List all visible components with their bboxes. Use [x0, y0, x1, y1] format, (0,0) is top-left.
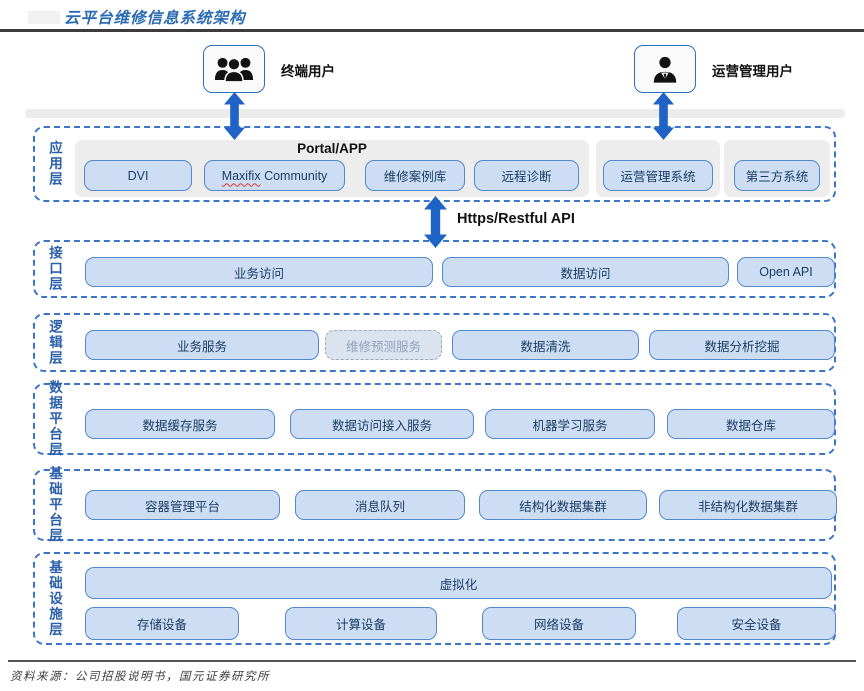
- ops-system-group: 运营管理系统: [596, 140, 720, 197]
- layer-logic: 逻辑层 业务服务 维修预测服务 数据清洗 数据分析挖掘: [33, 313, 836, 372]
- box-storage-device: 存储设备: [85, 607, 239, 640]
- box-network-device: 网络设备: [482, 607, 636, 640]
- layer-label-logic: 逻辑层: [47, 319, 62, 366]
- box-dvi: DVI: [84, 160, 192, 191]
- layer-label-base-platform: 基础平台层: [47, 466, 62, 544]
- portal-app-group: Portal/APP DVI Maxifix Community 维修案例库 远…: [75, 140, 589, 197]
- box-data-cleaning: 数据清洗: [452, 330, 639, 360]
- box-repair-prediction-service: 维修预测服务: [325, 330, 442, 360]
- double-arrow-icon: [424, 196, 447, 248]
- api-label: Https/Restful API: [457, 211, 575, 227]
- faded-figure-number: [28, 11, 60, 24]
- operations-user-label: 运营管理用户: [712, 64, 793, 79]
- layer-infrastructure: 基础设施层 虚拟化 存储设备 计算设备 网络设备 安全设备: [33, 552, 836, 645]
- box-data-warehouse: 数据仓库: [667, 409, 835, 439]
- box-remote-diagnosis: 远程诊断: [474, 160, 579, 191]
- terminal-user-label: 终端用户: [281, 64, 335, 79]
- operations-user-box: [634, 45, 696, 93]
- footer-divider: [8, 660, 856, 662]
- box-ops-management-system: 运营管理系统: [603, 160, 713, 191]
- figure-title: 云平台维修信息系统架构: [64, 8, 246, 27]
- business-user-icon: [653, 56, 677, 83]
- box-third-party-system: 第三方系统: [734, 160, 820, 191]
- box-unstructured-data-cluster: 非结构化数据集群: [659, 490, 837, 520]
- box-container-management-platform: 容器管理平台: [85, 490, 280, 520]
- layer-data-platform: 数据平台层 数据缓存服务 数据访问接入服务 机器学习服务 数据仓库: [33, 380, 836, 458]
- header-divider: [0, 29, 864, 32]
- layer-interface: 接口层 业务访问 数据访问 Open API: [33, 240, 836, 298]
- box-data-access-service: 数据访问接入服务: [290, 409, 474, 439]
- decorative-band: [25, 109, 845, 118]
- maxifix-word: Maxifix: [221, 168, 261, 183]
- box-data-access: 数据访问: [442, 257, 729, 287]
- box-message-queue: 消息队列: [295, 490, 465, 520]
- box-open-api: Open API: [737, 257, 835, 287]
- box-business-access: 业务访问: [85, 257, 433, 287]
- box-compute-device: 计算设备: [285, 607, 437, 640]
- source-note: 资料来源：公司招股说明书，国元证券研究所: [10, 669, 270, 683]
- box-maxifix-community: Maxifix Community: [204, 160, 345, 191]
- terminal-user-box: [203, 45, 265, 93]
- box-security-device: 安全设备: [677, 607, 836, 640]
- double-arrow-icon: [223, 92, 246, 140]
- box-virtualization: 虚拟化: [85, 567, 832, 599]
- community-word: Community: [264, 168, 328, 183]
- layer-label-application: 应用层: [47, 140, 62, 188]
- box-data-cache-service: 数据缓存服务: [85, 409, 275, 439]
- box-data-analysis-mining: 数据分析挖掘: [649, 330, 835, 360]
- box-structured-data-cluster: 结构化数据集群: [479, 490, 647, 520]
- layer-label-infrastructure: 基础设施层: [47, 559, 62, 638]
- layer-base-platform: 基础平台层 容器管理平台 消息队列 结构化数据集群 非结构化数据集群: [33, 466, 837, 544]
- box-business-service: 业务服务: [85, 330, 319, 360]
- users-group-icon: [214, 57, 254, 83]
- double-arrow-icon: [652, 92, 675, 140]
- layer-application: 应用层 Portal/APP DVI Maxifix Community 维修案…: [33, 126, 836, 202]
- third-party-group: 第三方系统: [724, 140, 830, 197]
- layer-label-interface: 接口层: [47, 245, 62, 293]
- box-machine-learning-service: 机器学习服务: [485, 409, 655, 439]
- layer-label-data-platform: 数据平台层: [47, 380, 62, 458]
- box-repair-case-library: 维修案例库: [365, 160, 465, 191]
- portal-app-title: Portal/APP: [297, 141, 367, 156]
